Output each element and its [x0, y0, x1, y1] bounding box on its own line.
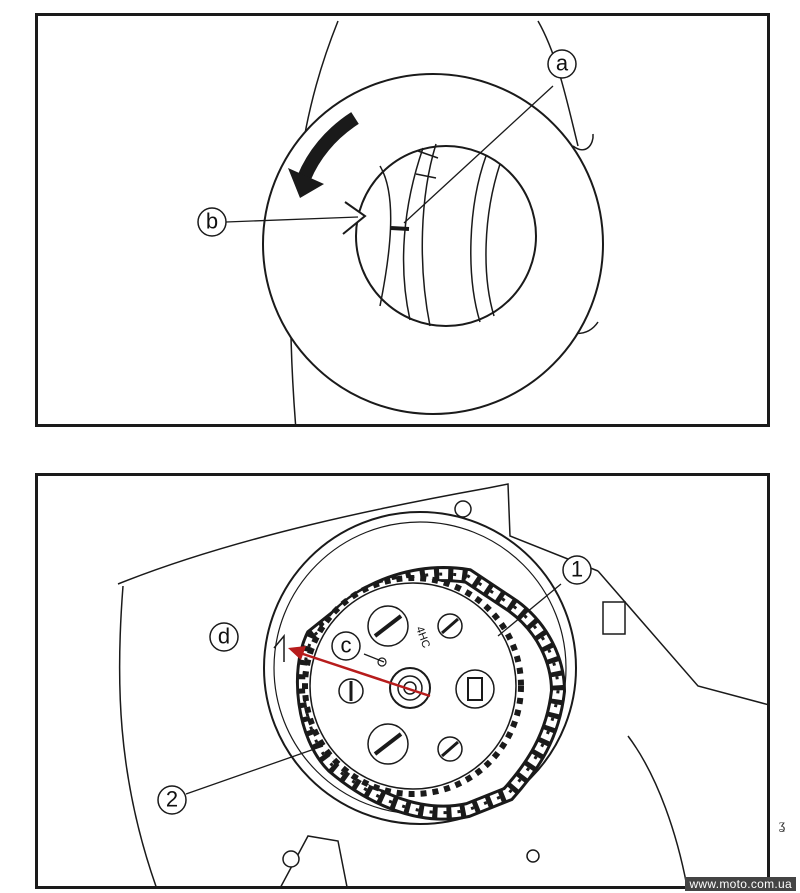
callout-a-circle	[547, 49, 577, 79]
callout-b-label: b	[206, 209, 218, 234]
callout-a-leader	[403, 85, 554, 224]
mounting-bolt	[454, 500, 472, 518]
flywheel-diagram: a b	[197, 20, 604, 424]
callout-1-circle	[562, 555, 592, 585]
rotation-direction-arrow-head	[288, 168, 324, 198]
callout-2-circle	[157, 785, 187, 815]
bolt-slot	[467, 677, 483, 701]
housing-edge-line	[487, 483, 599, 572]
callout-d-circle	[209, 622, 239, 652]
bolt-slot	[373, 614, 403, 638]
alignment-arrow-head	[288, 646, 306, 660]
rotor-arc	[421, 143, 437, 327]
scan-artifact-mark: ʓ	[779, 818, 786, 833]
callout-1-leader	[497, 583, 562, 637]
cam-chain-links	[298, 569, 564, 818]
housing-edge-line	[118, 585, 157, 886]
callout-d-label: d	[218, 624, 230, 649]
timing-mark-pointer	[390, 226, 410, 231]
callout-2-leader	[185, 745, 324, 795]
housing-edge-line	[572, 133, 594, 151]
callout-b-leader	[225, 216, 359, 223]
housing-edge-line	[537, 20, 579, 147]
sprocket-alignment-circle	[377, 657, 387, 667]
callout-b-circle	[197, 207, 227, 237]
bottom-figure-panel: 4HC c d 1 2	[35, 473, 770, 889]
callout-a-label: a	[556, 51, 569, 76]
inspection-hole	[355, 145, 537, 327]
callout-c-leader	[363, 653, 385, 663]
housing-edge-line	[597, 570, 767, 706]
bolt-slot	[441, 617, 459, 635]
housing-edge-line	[627, 735, 688, 886]
bolt-slot	[441, 740, 459, 758]
bolt-slot	[373, 732, 403, 756]
rotor-arc	[485, 163, 501, 317]
callout-1-label: 1	[571, 557, 583, 582]
mounting-bolt	[282, 850, 300, 868]
alignment-notch	[342, 201, 367, 235]
head-alignment-mark	[273, 633, 285, 662]
callout-2-label: 2	[166, 787, 178, 812]
rotation-direction-arrow-shaft	[297, 112, 359, 181]
rotor-arc	[470, 155, 487, 323]
callout-c-label: c	[341, 633, 352, 658]
watermark: www.moto.com.ua	[685, 877, 796, 891]
housing-tab	[602, 601, 626, 635]
top-figure-panel: a b	[35, 13, 770, 427]
rotor-arc	[402, 147, 424, 321]
timing-mark	[415, 173, 437, 179]
cam-chain-diagram: 4HC c d 1 2	[117, 483, 767, 886]
callout-c-circle	[331, 631, 361, 661]
alignment-arrow	[299, 651, 431, 698]
rotor-arc	[379, 165, 392, 307]
sprocket-center-bolt	[397, 675, 423, 701]
housing-edge-line	[117, 487, 489, 585]
timing-mark	[417, 150, 439, 159]
mounting-bolt	[526, 849, 540, 863]
